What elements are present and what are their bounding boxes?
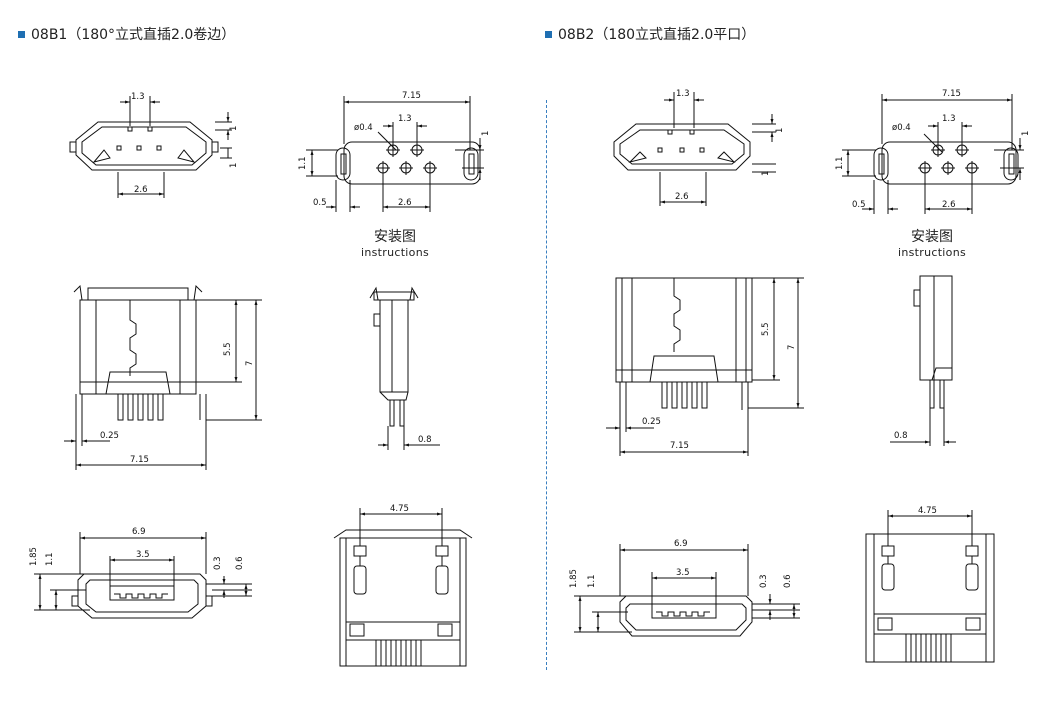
dim-label: 6.9: [132, 527, 146, 537]
right-profile-view: [890, 275, 956, 446]
dim-label: 1: [229, 126, 239, 131]
dim-label: 7.15: [670, 441, 689, 451]
dim-label: 2.6: [942, 200, 956, 210]
right-front-view: [613, 92, 776, 206]
dim-label: 5.5: [223, 342, 233, 356]
dim-label: 1.3: [398, 114, 412, 124]
dim-label: ø0.4: [892, 123, 911, 133]
dim-label: 3.5: [136, 550, 150, 560]
dim-label: 0.8: [418, 435, 432, 445]
dim-label: 7.15: [130, 455, 149, 465]
dim-label: 7: [245, 361, 255, 366]
dim-label: 0.8: [894, 431, 908, 441]
dim-label: 1.3: [676, 89, 690, 99]
dim-label: 1.1: [587, 574, 597, 588]
right-rear-view: [865, 510, 995, 663]
square-bullet-icon: [18, 30, 25, 38]
dim-label: 2.6: [134, 185, 148, 195]
dim-label: 4.75: [390, 504, 409, 514]
dim-label: 5.5: [761, 322, 771, 336]
dim-label: ø0.4: [354, 123, 373, 133]
dim-label: 1.1: [298, 156, 308, 170]
dim-label: 1.85: [29, 547, 39, 566]
right-install-view: [842, 94, 1024, 214]
dim-label: 0.6: [783, 574, 793, 588]
dim-label: 3.5: [676, 568, 690, 578]
dim-label: 0.25: [642, 417, 661, 427]
dim-label: 1: [229, 163, 239, 168]
left-section-title: 08B1（180°立式直插2.0卷边）: [18, 24, 235, 44]
dim-label: 1: [761, 171, 771, 176]
dim-label: 2.6: [398, 198, 412, 208]
dim-label: 0.5: [313, 198, 327, 208]
dim-label: 7.15: [942, 89, 961, 99]
dim-label: 7.15: [402, 91, 421, 101]
dim-label: 0.3: [213, 556, 223, 570]
dim-label: 6.9: [674, 539, 688, 549]
section-divider: [546, 100, 547, 670]
dim-label: 1: [775, 128, 785, 133]
dim-label: 4.75: [918, 506, 937, 516]
dim-label: 2.6: [675, 192, 689, 202]
dim-label: 0.5: [852, 200, 866, 210]
left-side-view: [64, 284, 262, 470]
dim-label: 1.1: [835, 156, 845, 170]
left-bottom-view: [34, 532, 252, 619]
right-bottom-view: [574, 544, 800, 637]
dim-label: 0.25: [100, 431, 119, 441]
right-install-caption: 安装图 instructions: [897, 229, 966, 259]
dim-label: 1.3: [131, 92, 145, 102]
dim-label: 1.3: [942, 114, 956, 124]
left-profile-view: [369, 286, 440, 450]
dim-label: 1.85: [569, 569, 579, 588]
dim-label: 1: [481, 131, 491, 136]
dim-label: 0.6: [235, 556, 245, 570]
right-side-view: [606, 277, 804, 456]
left-front-view: [69, 96, 232, 198]
right-section-title: 08B2（180立式直插2.0平口）: [545, 24, 755, 44]
left-install-view: [306, 96, 484, 212]
left-rear-view: [333, 508, 473, 667]
dim-label: 0.3: [759, 574, 769, 588]
dim-label: 7: [787, 345, 797, 350]
left-install-caption: 安装图 instructions: [360, 229, 429, 259]
square-bullet-icon: [545, 30, 552, 38]
dim-label: 1.1: [45, 552, 55, 566]
dim-label: 1: [1021, 131, 1031, 136]
